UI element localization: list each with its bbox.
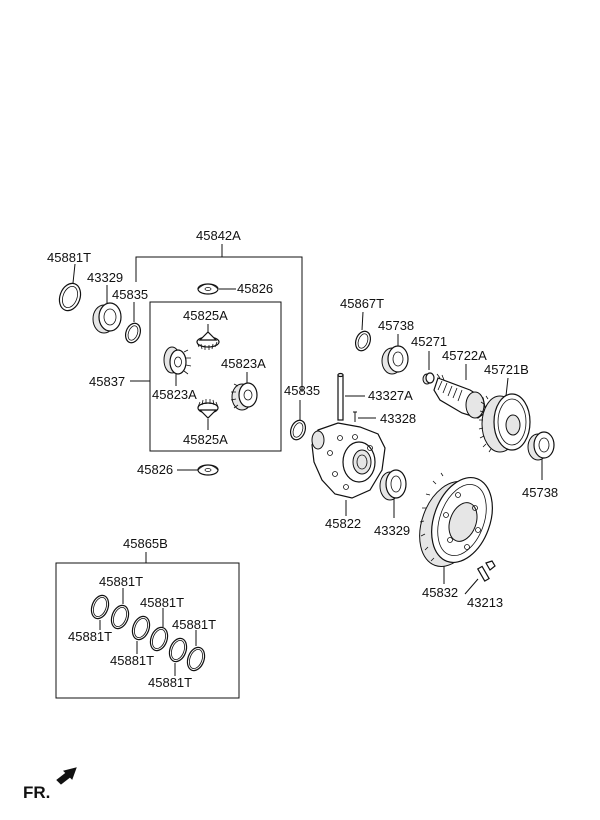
washer-45826-top-part [197, 283, 219, 295]
gear-45721b-part [478, 393, 531, 453]
label-45881t-shim-6: 45881T [148, 675, 192, 690]
ring-gear-45832-part [419, 472, 493, 567]
ring-45835-left-part [124, 322, 142, 344]
label-45722a: 45722A [442, 348, 487, 363]
label-43329-left: 43329 [87, 270, 123, 285]
label-45826-bottom: 45826 [137, 462, 173, 477]
shim-45881t-2-part [110, 604, 130, 630]
label-45881t-shim-5: 45881T [172, 617, 216, 632]
label-45881t-shim-3: 45881T [140, 595, 184, 610]
gear-45823a-right-part [230, 382, 258, 411]
label-45865b: 45865B [123, 536, 168, 551]
label-45825a-bottom: 45825A [183, 432, 228, 447]
washer-45826-bottom-part [197, 464, 219, 476]
ring-45835-right-part [289, 419, 307, 441]
label-45738-bottom: 45738 [522, 485, 558, 500]
label-45826-top: 45826 [237, 281, 273, 296]
bearing-43329-right-part [379, 469, 407, 501]
shim-45881t-1-part [90, 594, 110, 620]
label-43328: 43328 [380, 411, 416, 426]
label-45881t-shim-2: 45881T [68, 629, 112, 644]
label-45822: 45822 [325, 516, 361, 531]
bearing-45738-bottom-part [527, 431, 555, 461]
label-45835-right: 45835 [284, 383, 320, 398]
front-orientation-label: FR. [23, 783, 50, 802]
label-43213: 43213 [467, 595, 503, 610]
seal-45867t-part [354, 330, 372, 352]
kit-45865b-box [55, 562, 240, 699]
label-45835-left: 45835 [112, 287, 148, 302]
shim-45881t-4-part [149, 626, 169, 652]
label-45837: 45837 [89, 374, 125, 389]
seal-45881t-part [58, 282, 82, 312]
shim-45881t-6-part [186, 646, 206, 672]
gear-45722a-part [433, 373, 487, 419]
kit-45842a-bracket [135, 244, 303, 452]
label-45738-top: 45738 [378, 318, 414, 333]
differential-case-45822-part [311, 422, 386, 499]
shaft-43327a-part [337, 372, 344, 421]
label-45823a-right: 45823A [221, 356, 266, 371]
label-43329-right: 43329 [374, 523, 410, 538]
label-45881t-top: 45881T [47, 250, 91, 265]
label-43327a: 43327A [368, 388, 413, 403]
pin-43328-part [353, 411, 357, 422]
bolt-43213-part [476, 560, 496, 582]
label-45842a: 45842A [196, 228, 241, 243]
bearing-45738-top-part [381, 345, 409, 375]
label-45881t-shim-4: 45881T [110, 653, 154, 668]
label-45867t: 45867T [340, 296, 384, 311]
label-45271: 45271 [411, 334, 447, 349]
label-45823a-left: 45823A [152, 387, 197, 402]
label-45721b: 45721B [484, 362, 529, 377]
shim-45881t-5-part [168, 637, 188, 663]
gear-45823a-left-part [163, 346, 192, 375]
label-45825a-top: 45825A [183, 308, 228, 323]
pinion-45825a-bottom-part [197, 399, 219, 419]
shim-45881t-3-part [131, 615, 151, 641]
pinion-45825a-top-part [196, 331, 220, 350]
label-45832: 45832 [422, 585, 458, 600]
bearing-43329-left-part [92, 302, 122, 334]
part-45271 [422, 372, 435, 385]
label-45881t-shim-1: 45881T [99, 574, 143, 589]
front-arrow-icon [56, 767, 77, 785]
